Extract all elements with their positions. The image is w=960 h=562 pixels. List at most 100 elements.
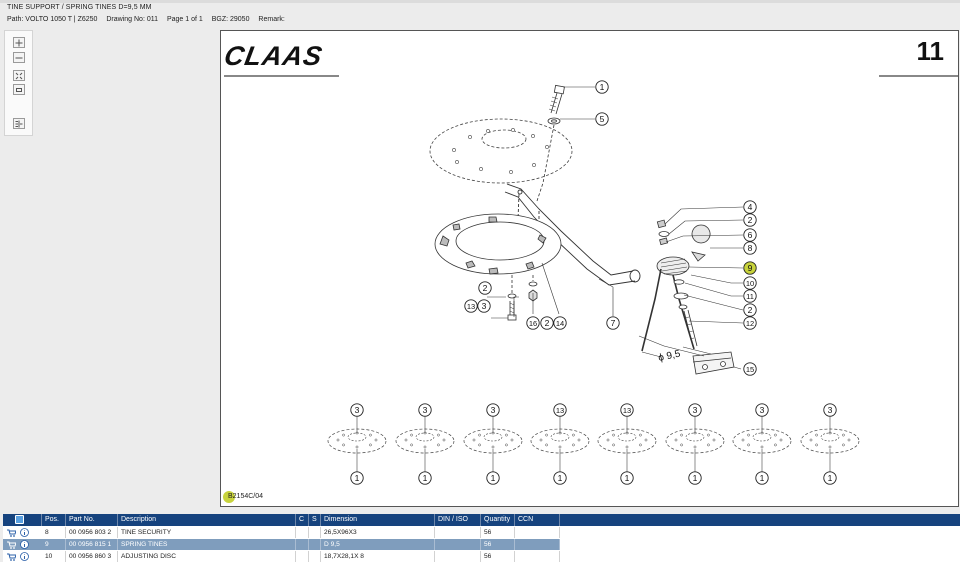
split-view-icon[interactable] (13, 118, 25, 129)
callout-1[interactable]: 1 (595, 80, 609, 94)
cell-c (296, 527, 309, 538)
callout-1[interactable]: 1 (350, 471, 364, 485)
col-ccn[interactable]: CCN (515, 514, 560, 526)
cell-quantity: 56 (481, 527, 515, 538)
header-icon-col[interactable] (3, 514, 42, 526)
callout-1[interactable]: 1 (418, 471, 432, 485)
callout-2[interactable]: 2 (743, 213, 757, 227)
col-part-no[interactable]: Part No. (66, 514, 118, 526)
callout-11[interactable]: 11 (743, 289, 757, 303)
tine-disc-variant (327, 416, 387, 472)
callout-13[interactable]: 13 (464, 299, 478, 313)
callout-3[interactable]: 3 (418, 403, 432, 417)
callout-1[interactable]: 1 (755, 471, 769, 485)
callout-3[interactable]: 3 (486, 403, 500, 417)
callout-2[interactable]: 2 (540, 316, 554, 330)
cell-ccn (515, 539, 560, 550)
callout-13[interactable]: 13 (620, 403, 634, 417)
svg-text:2: 2 (748, 215, 753, 225)
parts-table: Pos. Part No. Description C S Dimension … (3, 514, 960, 562)
col-dimension[interactable]: Dimension (321, 514, 435, 526)
path-text: Path: VOLTO 1050 T | Z6250 (7, 16, 98, 23)
col-quantity[interactable]: Quantity (481, 514, 515, 526)
cell-description: SPRING TINES (118, 539, 296, 550)
callout-1[interactable]: 1 (486, 471, 500, 485)
claas-logo: CLAAS (222, 40, 339, 77)
cell-pos: 10 (42, 551, 66, 562)
callout-3[interactable]: 3 (755, 403, 769, 417)
cart-icon[interactable] (7, 552, 16, 561)
col-pos[interactable]: Pos. (42, 514, 66, 526)
col-din-iso[interactable]: DIN / ISO (435, 514, 481, 526)
svg-text:14: 14 (556, 319, 564, 328)
svg-text:8: 8 (748, 243, 753, 253)
svg-text:3: 3 (760, 405, 765, 415)
info-icon[interactable] (20, 540, 29, 549)
callout-3[interactable]: 3 (823, 403, 837, 417)
callout-8[interactable]: 8 (743, 241, 757, 255)
exploded-drawing[interactable]: CLAAS (220, 30, 959, 507)
tine-disc-variant (597, 416, 657, 472)
zoom-out-icon[interactable] (13, 52, 25, 63)
cell-c (296, 539, 309, 550)
callout-14[interactable]: 14 (553, 316, 567, 330)
callout-3[interactable]: 3 (688, 403, 702, 417)
callout-12[interactable]: 12 (743, 316, 757, 330)
callout-9[interactable]: 9 (743, 261, 757, 275)
leader-lines (487, 86, 744, 370)
fit-page-icon[interactable] (13, 70, 25, 81)
cell-description: ADJUSTING DISC (118, 551, 296, 562)
callout-2[interactable]: 2 (743, 303, 757, 317)
zoom-in-icon[interactable] (13, 37, 25, 48)
callout-3[interactable]: 3 (350, 403, 364, 417)
callout-1[interactable]: 1 (823, 471, 837, 485)
table-row[interactable]: 10 00 0956 860 3 ADJUSTING DISC 18,7X28,… (3, 551, 560, 562)
cell-dimension: D 9,5 (321, 539, 435, 550)
callout-7[interactable]: 7 (606, 316, 620, 330)
svg-text:16: 16 (529, 319, 537, 328)
lower-ring (434, 213, 562, 275)
svg-text:12: 12 (746, 319, 754, 328)
callout-2[interactable]: 2 (478, 281, 492, 295)
drawing-canvas: CLAAS (222, 40, 958, 503)
svg-text:1: 1 (760, 473, 765, 483)
page-indicator: Page 1 of 1 (166, 16, 203, 23)
cell-s (309, 539, 321, 550)
cart-icon[interactable] (7, 540, 16, 549)
callout-6[interactable]: 6 (743, 228, 757, 242)
tine-disc-variant (732, 416, 792, 472)
svg-text:1: 1 (558, 473, 563, 483)
top-bolt (536, 84, 565, 202)
col-c[interactable]: C (296, 514, 309, 526)
cell-part-no: 00 0956 803 2 (66, 527, 118, 538)
svg-text:2: 2 (483, 283, 488, 293)
callout-13[interactable]: 13 (553, 403, 567, 417)
cart-icon[interactable] (7, 528, 16, 537)
lower-bolt (507, 275, 517, 321)
info-icon[interactable] (20, 552, 29, 561)
svg-text:11: 11 (746, 292, 754, 301)
svg-text:7: 7 (611, 318, 616, 328)
callout-3[interactable]: 3 (477, 299, 491, 313)
callout-10[interactable]: 10 (743, 276, 757, 290)
callout-5[interactable]: 5 (595, 112, 609, 126)
callout-1[interactable]: 1 (688, 471, 702, 485)
callout-16[interactable]: 16 (526, 316, 540, 330)
svg-text:1: 1 (423, 473, 428, 483)
page-title: TINE SUPPORT / SPRING TINES D=9,5 MM (7, 4, 152, 11)
col-description[interactable]: Description (118, 514, 296, 526)
table-row-selected[interactable]: 9 00 0956 815 1 SPRING TINES D 9,5 56 (3, 539, 560, 550)
table-row[interactable]: 8 00 0956 803 2 TINE SECURITY 26,5X96X3 … (3, 527, 560, 538)
callout-4[interactable]: 4 (743, 200, 757, 214)
callout-15[interactable]: 15 (743, 362, 757, 376)
drawing-reference: B2154C/04 (228, 493, 264, 500)
breadcrumb: Path: VOLTO 1050 T | Z6250 Drawing No: 0… (7, 16, 292, 23)
cell-din (435, 551, 481, 562)
callout-1[interactable]: 1 (553, 471, 567, 485)
actual-size-icon[interactable] (13, 84, 25, 95)
info-icon[interactable] (20, 528, 29, 537)
callout-1[interactable]: 1 (620, 471, 634, 485)
col-s[interactable]: S (309, 514, 321, 526)
cell-din (435, 539, 481, 550)
svg-text:1: 1 (693, 473, 698, 483)
